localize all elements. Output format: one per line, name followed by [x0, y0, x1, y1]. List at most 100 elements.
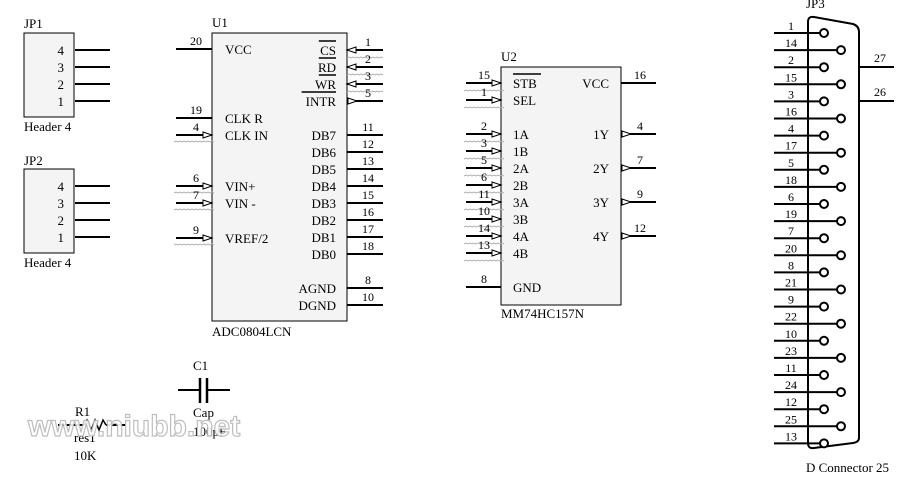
- output-arrow-icon: [621, 164, 633, 172]
- u2-pin-9-number: 9: [637, 187, 643, 201]
- jp3-pin-24-number: 24: [785, 378, 797, 392]
- input-arrow-icon: [345, 46, 357, 54]
- input-arrow-icon: [491, 198, 503, 206]
- jp3-pin-2-number: 2: [788, 53, 794, 67]
- u1-pin-14-name: DB4: [311, 179, 336, 194]
- u1-pin-18-number: 18: [362, 239, 374, 253]
- resistor-r1[interactable]: R1 res1 10K: [58, 404, 126, 463]
- u1-pin-9-number: 9: [193, 223, 199, 237]
- capacitor-c1[interactable]: C1 Cap 100pF: [178, 358, 230, 439]
- u2-pin-6-number: 6: [481, 170, 487, 184]
- jp1-pin-1-number: 1: [58, 94, 65, 109]
- u2-pin-16-number: 16: [634, 68, 646, 82]
- hidden-net-marker: [346, 73, 384, 76]
- jp3-pin-11-number: 11: [785, 361, 797, 375]
- u2-pin-2-name: 1A: [513, 127, 530, 142]
- hidden-net-marker: [463, 140, 505, 143]
- u2-pin-4-name: 1Y: [593, 127, 610, 142]
- u1-pin-20-name: VCC: [225, 42, 252, 57]
- jp3-pin-1-contact-icon: [819, 28, 829, 38]
- jp2-designator: JP2: [24, 153, 43, 168]
- u2-pin-2-number: 2: [481, 119, 487, 133]
- hidden-net-marker: [463, 89, 505, 92]
- u1-pin-12-number: 12: [362, 137, 374, 151]
- input-arrow-icon: [491, 232, 503, 240]
- u1-designator: U1: [212, 15, 228, 30]
- u2-pin-15-number: 15: [478, 68, 490, 82]
- u2-pin-16-name: VCC: [582, 76, 609, 91]
- c1-designator: C1: [193, 358, 208, 373]
- u1-pin-4-number: 4: [193, 120, 199, 134]
- hidden-net-marker: [463, 259, 505, 262]
- u1-pin-11-number: 11: [362, 120, 374, 134]
- r1-designator: R1: [75, 404, 90, 419]
- jp1-body: [23, 32, 75, 118]
- jp3-pin-19-number: 19: [785, 207, 797, 221]
- hidden-net-marker: [173, 243, 215, 246]
- jp3-pin-15-contact-icon: [836, 79, 846, 90]
- u2-pin-10-name: 3B: [513, 212, 529, 227]
- u1-pin-4-name: CLK IN: [225, 128, 269, 143]
- jp3-pin-4-number: 4: [788, 122, 794, 136]
- u1-pin-9-name: VREF/2: [225, 231, 268, 246]
- u1-pin-17-name: DB1: [311, 230, 336, 245]
- u1-pin-7-number: 7: [193, 188, 199, 202]
- jp3-pin-21-number: 21: [785, 276, 797, 290]
- jp3-pin-5-contact-icon: [819, 164, 829, 175]
- jp3-pin-10-number: 10: [785, 327, 797, 341]
- jp1-pin-3-number: 3: [58, 60, 65, 75]
- jp2-pin-2-number: 2: [58, 213, 65, 228]
- u1-pin-10-number: 10: [362, 290, 374, 304]
- u2-pin-3-name: 1B: [513, 144, 529, 159]
- hidden-net-marker: [463, 191, 505, 194]
- u2-body: [500, 66, 622, 306]
- jp3-pin-17-contact-icon: [836, 147, 846, 158]
- jp3-pin-23-number: 23: [785, 344, 797, 358]
- u2-pin-12-number: 12: [634, 221, 646, 235]
- jp3-pin-5-number: 5: [788, 156, 794, 170]
- jp3-pin-8-number: 8: [788, 258, 794, 272]
- jp3-pin-19-contact-icon: [836, 216, 846, 227]
- u2-pin-4-number: 4: [637, 119, 643, 133]
- jp3-pin-3-contact-icon: [819, 96, 829, 107]
- u2-pin-11-name: 3A: [513, 195, 530, 210]
- u1-pin-6-number: 6: [193, 171, 199, 185]
- jp3-pin-7-number: 7: [788, 224, 794, 238]
- jp3-pin-8-contact-icon: [819, 267, 829, 278]
- u2-pin-7-number: 7: [637, 153, 643, 167]
- u1-pin-12-name: DB6: [311, 145, 336, 160]
- input-arrow-icon: [491, 249, 503, 257]
- input-arrow-icon: [345, 63, 357, 71]
- c1-value: 100pF: [193, 424, 226, 439]
- hidden-net-marker: [346, 56, 384, 59]
- u1-pin-3-number: 3: [365, 69, 371, 83]
- jp3-pin-2-contact-icon: [819, 62, 829, 73]
- u1-pin-1-name: CS: [320, 43, 336, 58]
- jp3-pin-6-contact-icon: [819, 199, 829, 209]
- jp3-pin-17-number: 17: [785, 139, 797, 153]
- watermark: www.niubb.net: [27, 410, 240, 443]
- jp3-pin-3-number: 3: [788, 87, 794, 101]
- u1-pin-19-name: CLK R: [225, 111, 263, 126]
- hidden-net-marker: [463, 106, 505, 109]
- input-arrow-icon: [202, 199, 214, 207]
- jp3-pin-24-contact-icon: [836, 387, 846, 398]
- jp3-pin-21-contact-icon: [836, 284, 846, 295]
- connector-jp3-db25[interactable]: JP3 D Connector 25 114215316417518619720…: [774, 0, 894, 475]
- u1-pin-19-number: 19: [190, 103, 202, 117]
- jp3-pin-14-contact-icon: [836, 45, 846, 56]
- r1-comment: res1: [74, 430, 96, 445]
- output-arrow-icon: [621, 198, 633, 206]
- u2-pin-14-name: 4A: [513, 229, 530, 244]
- u2-pin-5-name: 2A: [513, 161, 530, 176]
- chip-u2-74hc157[interactable]: U2 MM74HC157N 15STB1SEL21A31B52A62B113A1…: [463, 49, 656, 321]
- input-arrow-icon: [491, 130, 503, 138]
- jp3-pin-25-number: 25: [785, 412, 797, 426]
- input-arrow-icon: [345, 80, 357, 88]
- u2-designator: U2: [501, 49, 517, 64]
- jp3-pin-7-contact-icon: [819, 233, 829, 244]
